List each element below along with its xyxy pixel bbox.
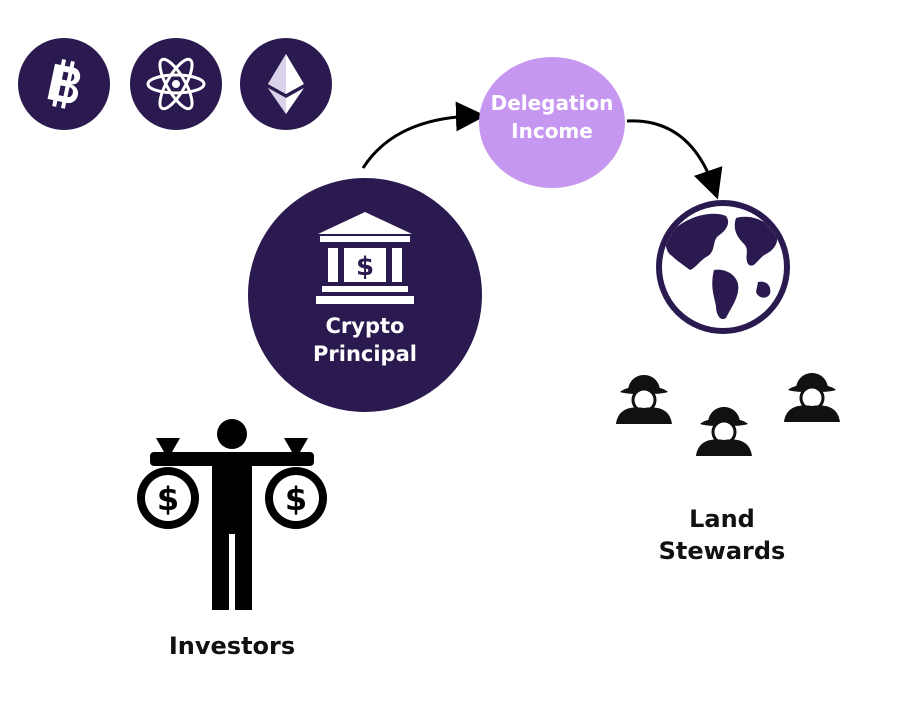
delegation-line-1: Delegation xyxy=(490,91,614,115)
bitcoin-icon xyxy=(47,59,81,109)
crypto-principal-label: Crypto Principal xyxy=(248,312,482,368)
investors-label: Investors xyxy=(140,630,324,662)
right-bag-dollar-sign: $ xyxy=(285,480,307,518)
left-bag-dollar-sign: $ xyxy=(157,480,179,518)
land-stewards-group xyxy=(616,373,840,456)
cosmos-coin xyxy=(130,38,222,130)
land-stewards-label: Land Stewards xyxy=(630,503,814,567)
arrow-principal-to-delegation xyxy=(361,101,486,169)
cosmos-atom-icon xyxy=(146,57,206,111)
arrow-delegation-to-globe xyxy=(626,119,723,200)
crypto-principal-circle: $ xyxy=(248,178,482,412)
land-steward-icon xyxy=(616,375,672,424)
investor-money-bags-icon: $ $ xyxy=(137,419,327,610)
ethereum-icon xyxy=(268,54,304,114)
bitcoin-coin xyxy=(18,38,110,130)
investors-label-text: Investors xyxy=(168,632,296,660)
delegation-income-label: Delegation Income xyxy=(479,89,625,145)
globe-icon xyxy=(656,200,790,334)
delegation-income-circle xyxy=(479,57,625,188)
stewards-line-2: Stewards xyxy=(658,537,786,565)
svg-text:$: $ xyxy=(356,252,374,282)
principal-line-2: Principal xyxy=(313,342,417,366)
bank-icon: $ xyxy=(316,212,414,304)
principal-line-1: Crypto xyxy=(325,314,405,338)
land-steward-icon xyxy=(784,373,840,422)
land-steward-icon xyxy=(696,407,752,456)
ethereum-coin xyxy=(240,38,332,130)
delegation-line-2: Income xyxy=(511,119,593,143)
stewards-line-1: Land xyxy=(689,505,755,533)
